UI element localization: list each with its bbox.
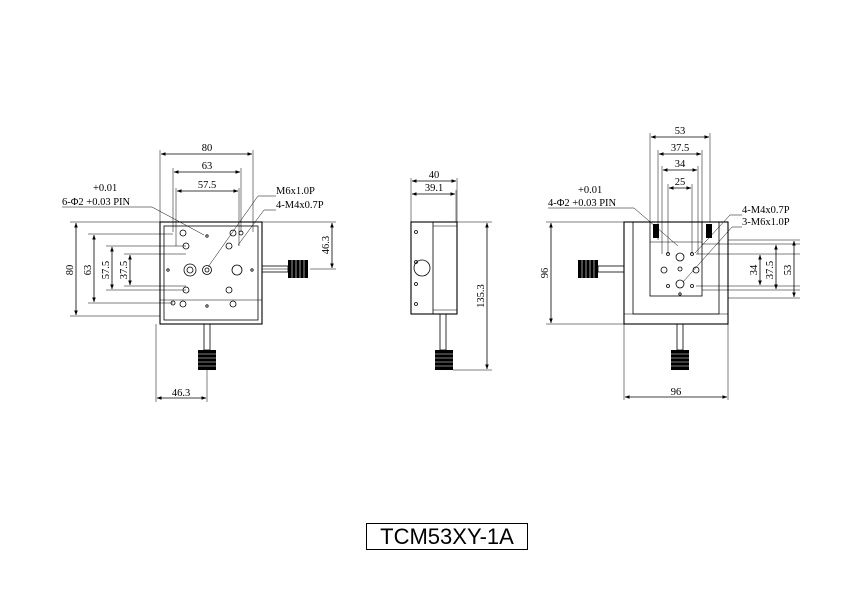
right-micrometer-bottom xyxy=(671,323,689,370)
dim-left-37-5-side: 37.5 xyxy=(119,261,130,279)
left-stage-body xyxy=(159,221,263,325)
dim-left-57-5-side: 57.5 xyxy=(101,261,112,279)
right-holes xyxy=(660,252,700,296)
dim-left-46-3-side: 46.3 xyxy=(321,236,332,254)
left-pin-note: 6-Φ2 +0.03 PIN xyxy=(62,197,131,208)
left-tolerance-plus: +0.01 xyxy=(93,183,117,194)
right-m4-note: 4-M4x0.7P xyxy=(742,205,790,216)
right-tolerance-plus: +0.01 xyxy=(578,185,602,196)
middle-micrometer xyxy=(435,350,453,370)
dim-right-34-side: 34 xyxy=(749,264,760,275)
dim-right-96-bottom: 96 xyxy=(671,387,682,398)
model-title: TCM53XY-1A xyxy=(366,523,528,550)
right-pin-note: 4-Φ2 +0.03 PIN xyxy=(548,198,617,209)
right-m6-note: 3-M6x1.0P xyxy=(742,217,790,228)
dim-left-80-side: 80 xyxy=(65,265,76,276)
right-stage-body xyxy=(623,221,729,325)
dim-right-53-top: 53 xyxy=(675,126,686,137)
dim-left-57-5-top: 57.5 xyxy=(198,180,216,191)
left-m4-note: 4-M4x0.7P xyxy=(276,200,324,211)
dim-left-80-top: 80 xyxy=(202,143,213,154)
dim-right-34-top: 34 xyxy=(675,159,686,170)
dim-middle-40: 40 xyxy=(429,170,440,181)
left-view: 80 63 57.5 80 63 57.5 37.5 46.3 46.3 +0.… xyxy=(62,143,336,402)
left-micrometer-right xyxy=(261,260,308,278)
left-micrometer-bottom xyxy=(198,323,216,370)
dim-right-25-top: 25 xyxy=(675,177,686,188)
dim-left-46-3-bottom: 46.3 xyxy=(172,388,190,399)
dim-right-53-side: 53 xyxy=(783,265,794,276)
dim-left-63-side: 63 xyxy=(83,265,94,276)
middle-stage-body xyxy=(410,221,458,315)
right-micrometer-left xyxy=(578,260,625,278)
middle-knob-circle xyxy=(413,259,431,277)
dim-right-37-5-top: 37.5 xyxy=(671,143,689,154)
dim-left-63-top: 63 xyxy=(202,161,213,172)
right-view: 53 37.5 34 25 96 34 37.5 53 96 +0.01 4-Φ… xyxy=(540,126,800,400)
left-holes xyxy=(166,229,254,308)
left-m6-note: M6x1.0P xyxy=(276,186,315,197)
dim-right-37-5-side: 37.5 xyxy=(765,261,776,279)
dim-right-96-side: 96 xyxy=(540,268,551,279)
dim-middle-135-3: 135.3 xyxy=(476,284,487,308)
dim-middle-39-1: 39.1 xyxy=(425,183,443,194)
middle-view: 40 39.1 135.3 xyxy=(410,170,492,371)
right-carriage xyxy=(649,221,703,297)
